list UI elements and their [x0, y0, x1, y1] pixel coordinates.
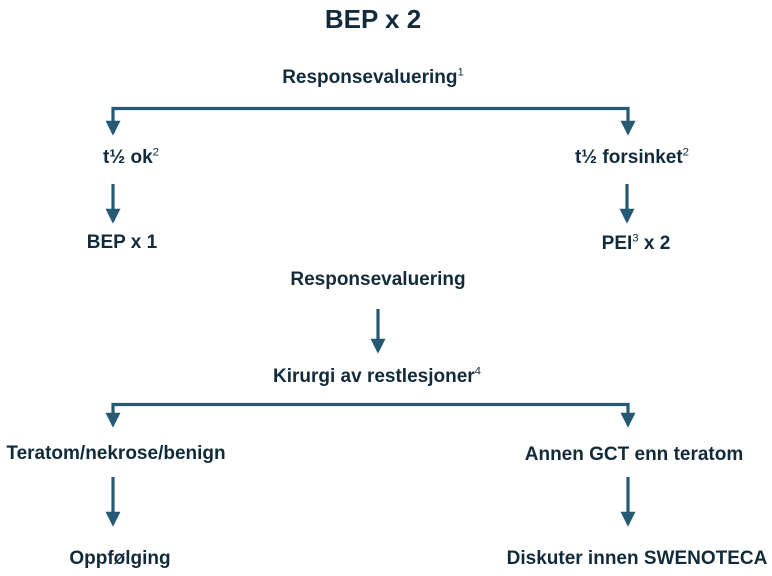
node-responsevaluering-2: Responsevaluering [290, 269, 465, 291]
branch-connector-top [105, 106, 636, 136]
node-label: BEP x 1 [86, 232, 158, 253]
node-label: Responsevaluering [282, 67, 458, 88]
node-label: Oppfølging [69, 548, 171, 569]
node-label: Diskuter innen SWENOTECA [506, 548, 768, 569]
footnote-marker-1: 1 [457, 66, 464, 79]
footnote-marker-2: 2 [152, 146, 159, 159]
node-bep-x1: BEP x 1 [87, 232, 157, 254]
node-title-bep-x2: BEP x 2 [324, 4, 422, 35]
node-annen-gct-enn-teratom: Annen GCT enn teratom [525, 444, 744, 466]
node-label: PEI [601, 233, 633, 254]
node-oppfolging: Oppfølging [69, 548, 170, 570]
node-label: t½ forsinket [574, 147, 683, 168]
node-responsevaluering-1: Responsevaluering1 [282, 67, 464, 89]
node-teratom-nekrose-benign: Teratom/nekrose/benign [6, 443, 225, 465]
footnote-marker-3: 3 [632, 232, 639, 245]
node-diskuter-swenoteca: Diskuter innen SWENOTECA [507, 548, 768, 570]
footnote-marker-2: 2 [682, 146, 690, 159]
node-pei-x2: PEI3 x 2 [602, 233, 671, 255]
node-label: Responsevaluering [290, 269, 466, 290]
node-label-suffix: x 2 [638, 233, 671, 254]
node-title-label: BEP x 2 [324, 4, 422, 34]
node-label: Kirurgi av restlesjoner [272, 366, 475, 387]
node-kirurgi-restlesjoner: Kirurgi av restlesjoner4 [273, 366, 481, 388]
node-label: Teratom/nekrose/benign [6, 443, 226, 464]
node-label: Annen GCT enn teratom [524, 444, 744, 465]
node-t-half-forsinket: t½ forsinket2 [575, 147, 689, 169]
footnote-marker-4: 4 [474, 365, 482, 378]
branch-connector-bottom [105, 402, 636, 428]
node-t-half-ok: t½ ok2 [103, 147, 159, 169]
node-label: t½ ok [103, 147, 153, 168]
